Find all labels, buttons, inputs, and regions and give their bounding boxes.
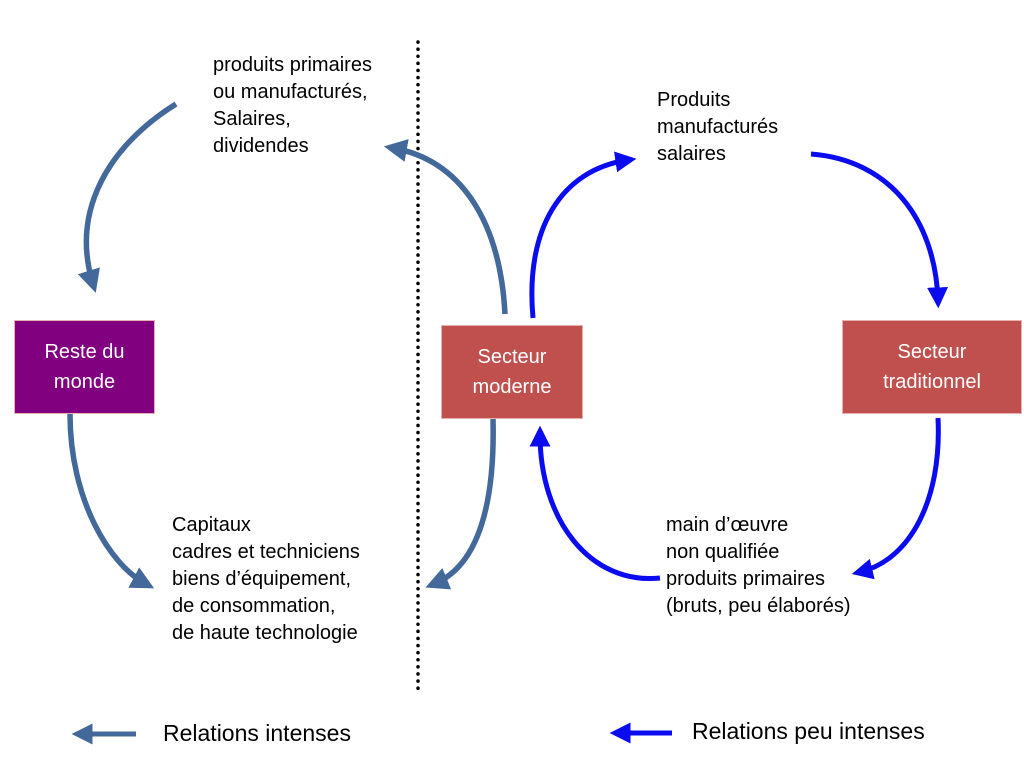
modern-sector-line-2: moderne <box>472 376 552 398</box>
label-bottom-left: Capitaux cadres et techniciens biens d’é… <box>172 512 360 647</box>
arrow-bottom-right-to-modern <box>529 425 661 581</box>
label-bottom-left-line-2: cadres et techniciens <box>172 541 360 563</box>
label-bottom-left-line-5: de haute technologie <box>172 622 358 644</box>
legend-weak-label: Relations peu intenses <box>692 718 925 744</box>
modern-sector-line-1: Secteur <box>477 346 547 368</box>
arrow-modern-to-top-left <box>383 139 508 315</box>
label-bottom-right-line-4: (bruts, peu élaborés) <box>666 595 851 617</box>
arrow-top-right-to-traditional <box>810 151 949 309</box>
label-top-left-line-1: produits primaires <box>213 54 372 76</box>
arrow-traditional-to-bottom-right <box>851 417 941 580</box>
label-top-left-line-2: ou manufacturés, <box>213 81 368 103</box>
label-top-right: Produits manufacturés salaires <box>657 87 778 168</box>
label-bottom-left-line-4: de consommation, <box>172 595 336 617</box>
rest-of-world-line-1: Reste du <box>44 341 125 363</box>
arrow-rest-of-world-to-bottom-left <box>67 413 155 589</box>
traditional-sector-line-1: Secteur <box>897 341 967 363</box>
label-bottom-right-line-2: non qualifiée <box>666 541 780 563</box>
label-top-right-line-3: salaires <box>657 143 726 165</box>
label-top-left-line-4: dividendes <box>213 135 309 157</box>
arrow-top-left-to-rest-of-world <box>77 101 178 293</box>
modern-sector-box: Secteur moderne <box>441 325 583 419</box>
label-top-right-line-2: manufacturés <box>657 116 779 138</box>
rest-of-world-box: Reste du monde <box>14 320 155 414</box>
label-bottom-right-line-3: produits primaires <box>666 568 825 590</box>
rest-of-world-line-2: monde <box>53 371 116 393</box>
label-bottom-left-line-3: biens d’équipement, <box>172 568 352 590</box>
arrow-modern-to-bottom-left <box>425 418 496 590</box>
label-bottom-right-line-1: main d’œuvre <box>666 514 789 536</box>
label-top-left: produits primaires ou manufacturés, Sala… <box>213 52 372 160</box>
arrow-modern-to-top-right <box>529 151 637 319</box>
label-bottom-right: main d’œuvre non qualifiée produits prim… <box>666 512 851 620</box>
traditional-sector-box: Secteur traditionnel <box>842 320 1022 414</box>
label-top-right-line-1: Produits <box>657 89 731 111</box>
legend-intense-label: Relations intenses <box>163 720 351 746</box>
label-bottom-left-line-1: Capitaux <box>172 514 251 536</box>
traditional-sector-line-2: traditionnel <box>883 371 981 393</box>
label-top-left-line-3: Salaires, <box>213 108 291 130</box>
